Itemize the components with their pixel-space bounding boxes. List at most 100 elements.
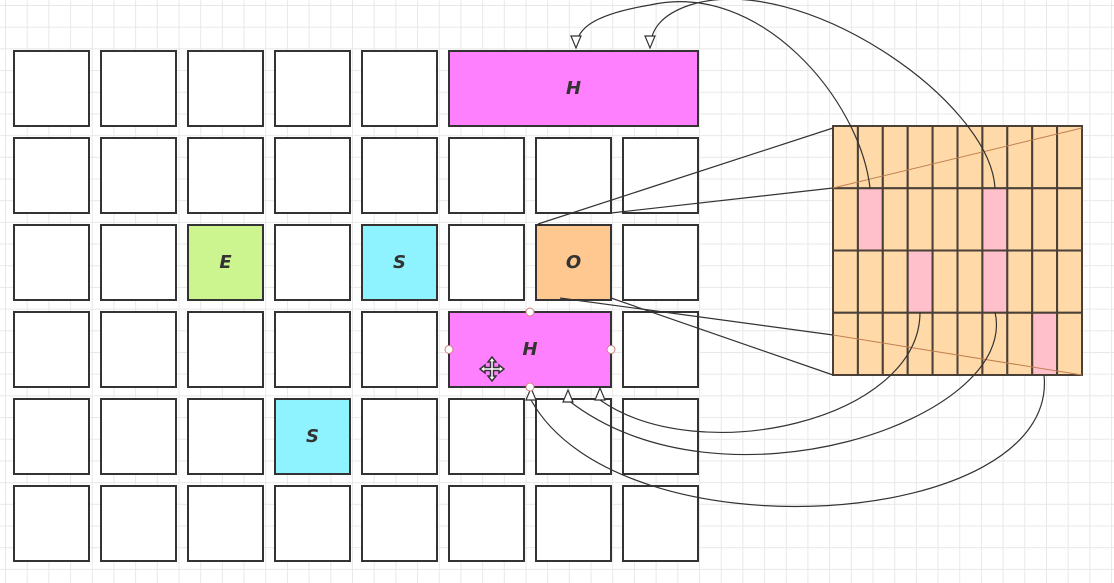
arrow-head xyxy=(594,386,606,401)
cell-o[interactable] xyxy=(535,224,612,301)
empty-cell[interactable] xyxy=(100,50,177,127)
cell-label: O xyxy=(566,252,581,273)
cell-label: H xyxy=(566,78,581,99)
selection-handles[interactable] xyxy=(444,307,616,392)
bitmap-bit-set xyxy=(906,249,934,314)
bitmap-bit xyxy=(1006,249,1034,314)
empty-cell[interactable] xyxy=(100,485,177,562)
bitmap-bit-set xyxy=(981,249,1009,314)
empty-cell[interactable] xyxy=(274,485,351,562)
empty-cell[interactable] xyxy=(187,311,264,388)
connector-line xyxy=(537,127,834,225)
bitmap-bit xyxy=(931,187,959,252)
arrow-curve xyxy=(599,311,921,433)
empty-cell[interactable] xyxy=(100,137,177,214)
empty-cell[interactable] xyxy=(622,224,699,301)
empty-cell[interactable] xyxy=(13,50,90,127)
empty-cell[interactable] xyxy=(535,398,612,475)
empty-cell[interactable] xyxy=(274,137,351,214)
arrow-curve xyxy=(575,1,871,189)
resize-handle[interactable] xyxy=(444,345,454,354)
empty-cell[interactable] xyxy=(187,137,264,214)
empty-cell[interactable] xyxy=(100,398,177,475)
empty-cell[interactable] xyxy=(187,485,264,562)
bitmap-bit xyxy=(881,187,909,252)
empty-cell[interactable] xyxy=(361,311,438,388)
bitmap-grid xyxy=(832,125,1083,376)
empty-cell[interactable] xyxy=(187,50,264,127)
arrow-head xyxy=(644,35,656,50)
bitmap-bit xyxy=(981,311,1009,376)
bitmap-bit xyxy=(1006,311,1034,376)
bitmap-bit xyxy=(1006,125,1034,190)
empty-cell[interactable] xyxy=(448,485,525,562)
empty-cell[interactable] xyxy=(622,485,699,562)
bitmap-bit xyxy=(1031,187,1059,252)
cell-label: E xyxy=(219,252,232,273)
empty-cell[interactable] xyxy=(361,137,438,214)
connector-line xyxy=(832,334,1083,376)
empty-cell[interactable] xyxy=(13,137,90,214)
cell-e[interactable] xyxy=(187,224,264,301)
empty-cell[interactable] xyxy=(274,224,351,301)
cell-label: S xyxy=(306,426,319,447)
arrow-curve xyxy=(567,311,998,456)
empty-cell[interactable] xyxy=(448,398,525,475)
bitmap-bit xyxy=(1056,249,1083,314)
empty-cell[interactable] xyxy=(622,311,699,388)
arrow-head xyxy=(525,386,537,401)
bitmap-bit xyxy=(956,311,984,376)
bitmap-bit xyxy=(906,311,934,376)
arrow-head xyxy=(562,388,574,403)
resize-handle[interactable] xyxy=(525,382,535,392)
cell-s[interactable] xyxy=(361,224,438,301)
resize-handle[interactable] xyxy=(525,307,535,317)
empty-cell[interactable] xyxy=(274,50,351,127)
bitmap-bit xyxy=(1031,249,1059,314)
empty-cell[interactable] xyxy=(13,311,90,388)
bitmap-bit xyxy=(856,311,884,376)
arrow-curve xyxy=(649,0,996,189)
connector-line xyxy=(832,127,1083,189)
bitmap-bit xyxy=(931,249,959,314)
empty-cell[interactable] xyxy=(361,485,438,562)
connectors xyxy=(525,0,1083,508)
move-cursor-icon xyxy=(478,355,506,383)
empty-cell[interactable] xyxy=(448,224,525,301)
bitmap-bit xyxy=(832,125,859,190)
empty-cell[interactable] xyxy=(448,137,525,214)
empty-cell[interactable] xyxy=(100,224,177,301)
connector-line xyxy=(610,187,834,214)
bitmap-bit xyxy=(881,249,909,314)
bitmap-bit xyxy=(956,249,984,314)
bitmap-bit xyxy=(931,311,959,376)
bitmap-bit xyxy=(832,249,859,314)
empty-cell[interactable] xyxy=(187,398,264,475)
cell-s[interactable] xyxy=(274,398,351,475)
resize-handle[interactable] xyxy=(606,345,616,354)
empty-cell[interactable] xyxy=(100,311,177,388)
arrow-curve xyxy=(530,374,1045,508)
bitmap-bit xyxy=(981,125,1009,190)
empty-cell[interactable] xyxy=(535,137,612,214)
connector-line xyxy=(610,297,834,376)
bitmap-bit xyxy=(832,311,859,376)
connector-line xyxy=(559,297,834,336)
bitmap-bit xyxy=(1006,187,1034,252)
empty-cell[interactable] xyxy=(361,398,438,475)
empty-cell[interactable] xyxy=(274,311,351,388)
bitmap-bit xyxy=(856,249,884,314)
bitmap-bit xyxy=(956,187,984,252)
cell-label: S xyxy=(393,252,406,273)
bitmap-bit xyxy=(1056,311,1083,376)
empty-cell[interactable] xyxy=(361,50,438,127)
empty-cell[interactable] xyxy=(535,485,612,562)
empty-cell[interactable] xyxy=(13,485,90,562)
empty-cell[interactable] xyxy=(13,224,90,301)
empty-cell[interactable] xyxy=(13,398,90,475)
cell-h[interactable] xyxy=(448,50,699,127)
bitmap-bit-set xyxy=(856,187,884,252)
bitmap-bit-set xyxy=(981,187,1009,252)
